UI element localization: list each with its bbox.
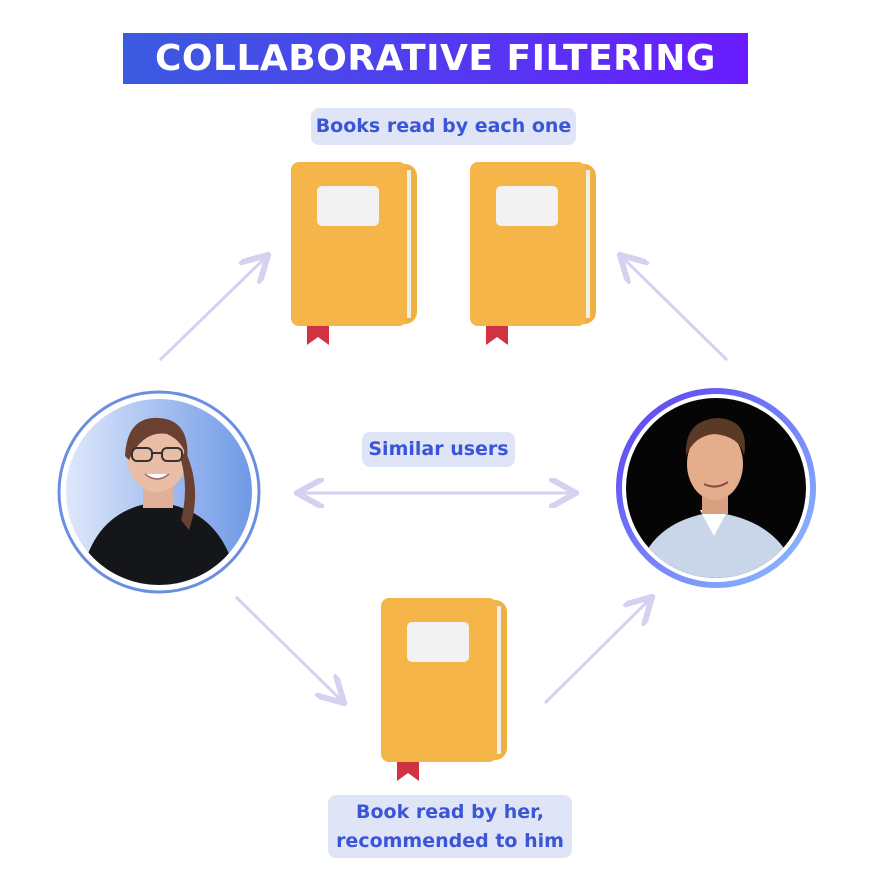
- arrow-book-to-him: [543, 599, 650, 705]
- books-each-label: Books read by each one: [311, 108, 576, 145]
- recommended-line-2: recommended to him: [336, 829, 564, 852]
- recommended-label: Book read by her, recommended to him: [328, 795, 572, 858]
- book-icon: [291, 162, 417, 345]
- recommended-book-icon: [381, 598, 507, 781]
- arrow-her-to-recommended-book: [234, 595, 342, 701]
- recommended-line-1: Book read by her,: [356, 800, 544, 823]
- book-icon: [470, 162, 596, 345]
- him-avatar: [616, 388, 816, 588]
- her-avatar: [57, 390, 261, 594]
- diagram-title: COLLABORATIVE FILTERING: [123, 33, 748, 84]
- similar-users-label: Similar users: [362, 432, 515, 467]
- arrow-him-to-book: [622, 257, 729, 362]
- arrow-her-to-book: [158, 257, 266, 362]
